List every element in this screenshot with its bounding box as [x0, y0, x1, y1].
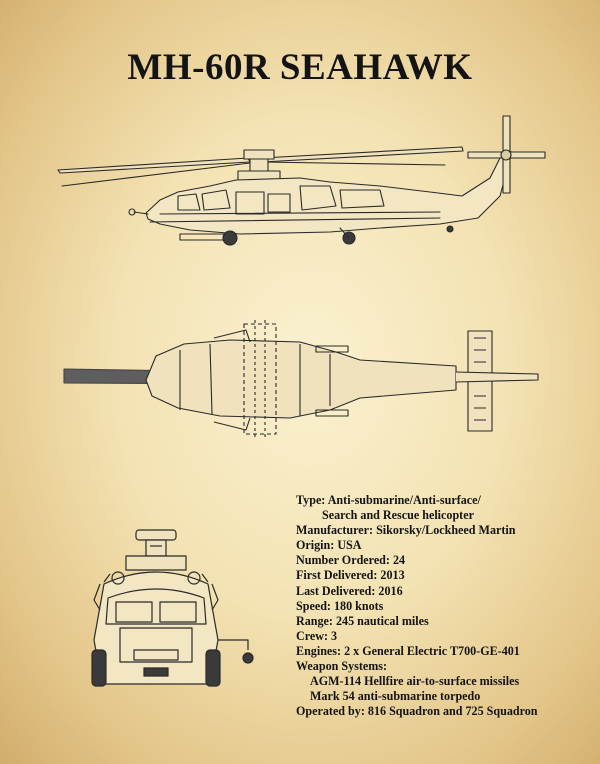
spec-number-ordered: Number Ordered: 24	[296, 553, 596, 568]
spec-first-delivered-value: 2013	[380, 568, 405, 583]
spec-speed-label: Speed:	[296, 598, 331, 613]
spec-origin-label: Origin:	[296, 538, 335, 553]
spec-crew: Crew: 3	[296, 629, 596, 644]
spec-engines: Engines: 2 x General Electric T700-GE-40…	[296, 644, 596, 659]
spec-number-ordered-value: 24	[392, 553, 406, 568]
spec-manufacturer-value: Sikorsky/Lockheed Martin	[376, 523, 516, 538]
side-rotor-head	[237, 149, 281, 182]
poster-title: MH-60R SEAHAWK	[127, 47, 473, 88]
top-tail	[455, 330, 539, 432]
spec-operated-by-value: 816 Squadron and 725 Squadron	[367, 704, 538, 719]
spec-weapon-systems: Weapon Systems:	[296, 659, 388, 674]
spec-last-delivered-label: Last Delivered:	[296, 583, 376, 598]
front-rotor-head	[125, 529, 187, 571]
side-landing-gear	[179, 225, 454, 246]
spec-last-delivered: Last Delivered: 2016	[296, 584, 596, 599]
spec-crew-value: 3	[331, 628, 338, 643]
spec-crew-label: Crew:	[296, 628, 329, 643]
spec-speed-value: 180 knots	[333, 598, 384, 613]
side-tail-rotor	[467, 115, 546, 194]
spec-origin: Origin: USA	[296, 538, 596, 553]
spec-range-label: Range:	[296, 613, 333, 628]
spec-manufacturer: Manufacturer: Sikorsky/Lockheed Martin	[296, 523, 596, 538]
spec-range: Range: 245 nautical miles	[296, 614, 596, 629]
spec-last-delivered-value: 2016	[378, 583, 403, 598]
spec-weapon-1: AGM-114 Hellfire air-to-surface missiles	[310, 674, 520, 689]
front-fuselage	[93, 571, 219, 685]
spec-speed: Speed: 180 knots	[296, 599, 596, 614]
spec-type-label: Type:	[296, 493, 326, 507]
spec-type: Type: Anti-submarine/Anti-surface/	[296, 493, 596, 508]
spec-manufacturer-label: Manufacturer:	[296, 523, 374, 538]
spec-weapon-2: Mark 54 anti-submarine torpedo	[310, 689, 481, 704]
spec-first-delivered: First Delivered: 2013	[296, 568, 596, 583]
front-landing-gear	[91, 639, 254, 687]
spec-range-value: 245 nautical miles	[335, 613, 429, 628]
spec-operated-by: Operated by: 816 Squadron and 725 Squadr…	[296, 704, 596, 719]
spec-operated-by-label: Operated by:	[296, 704, 365, 719]
spec-first-delivered-label: First Delivered:	[296, 568, 378, 583]
spec-type-continued: Search and Rescue helicopter	[322, 508, 474, 523]
spec-number-ordered-label: Number Ordered:	[296, 553, 390, 568]
spec-type-value: Anti-submarine/Anti-surface/	[327, 493, 481, 507]
spec-engines-label: Engines:	[296, 643, 342, 658]
specifications-block: Type: Anti-submarine/Anti-surface/ Searc…	[296, 493, 596, 719]
spec-origin-value: USA	[337, 538, 362, 553]
side-fuselage	[128, 149, 513, 235]
spec-engines-value: 2 x General Electric T700-GE-401	[344, 643, 520, 658]
